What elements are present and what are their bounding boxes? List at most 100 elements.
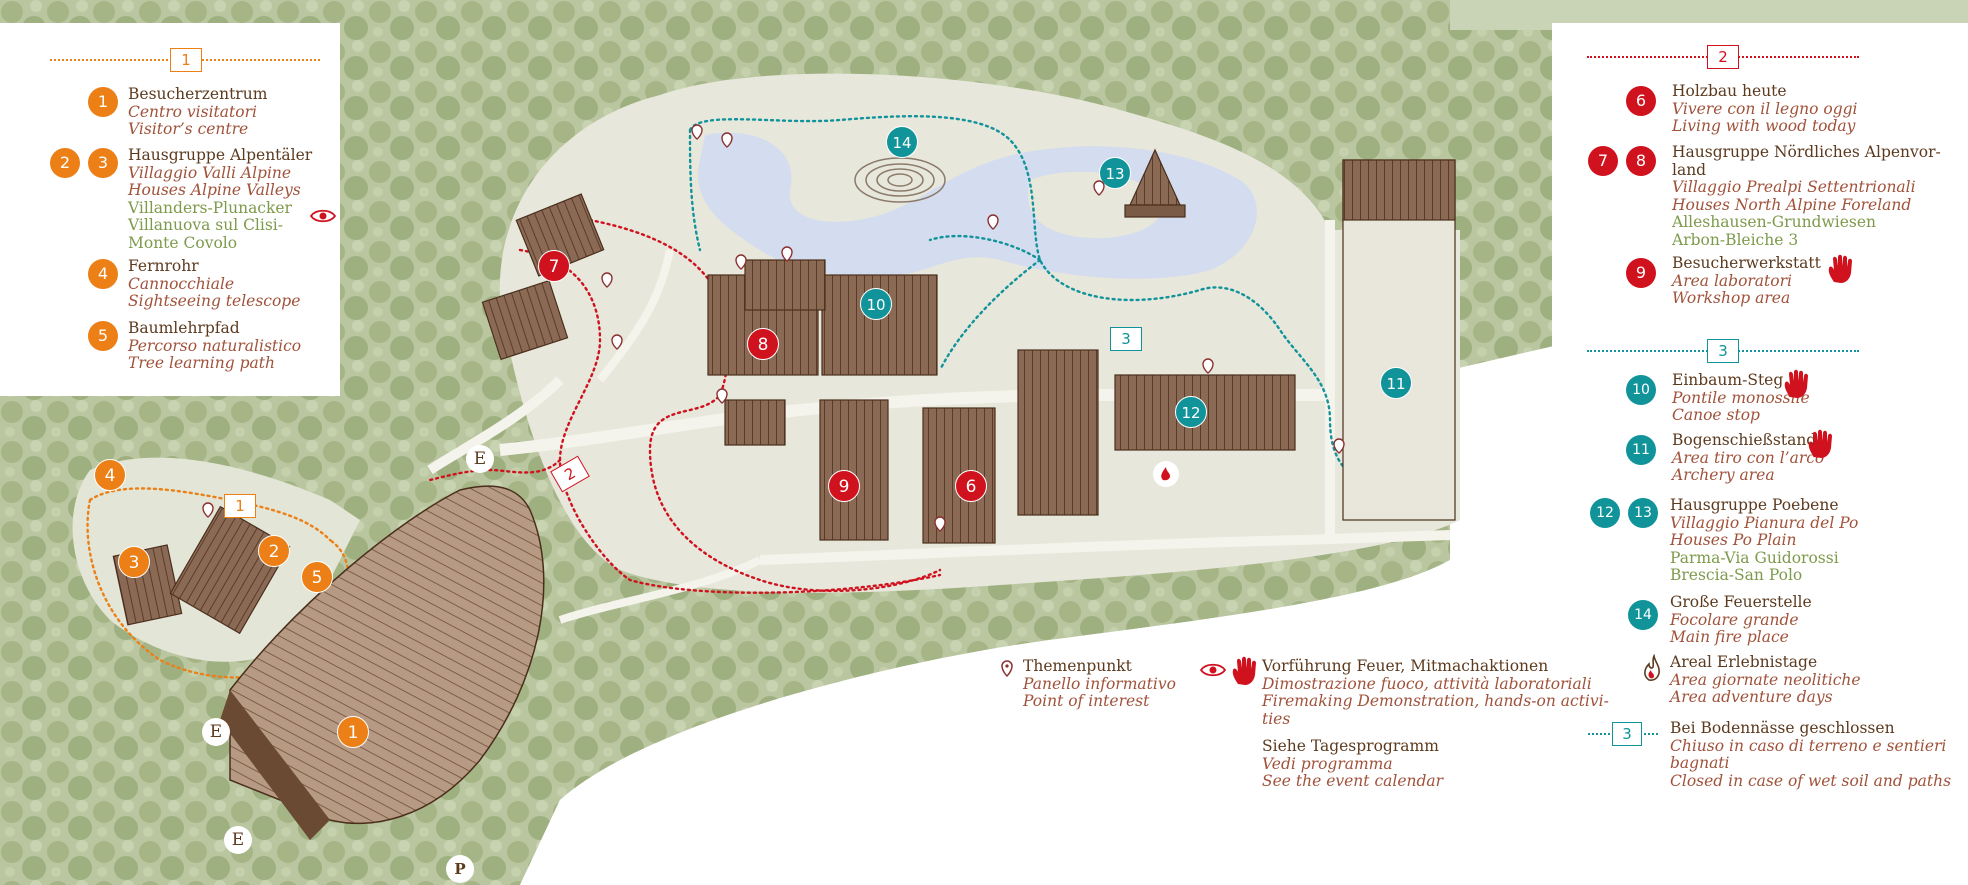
info-pin-icon bbox=[1001, 660, 1013, 678]
legend-italian: Villaggio Valli Alpine bbox=[128, 163, 292, 182]
legend-badge: 10 bbox=[1626, 375, 1656, 405]
legend-italian-continued: bagnati bbox=[1670, 754, 1730, 772]
map-badge-4[interactable]: 4 bbox=[94, 459, 126, 491]
legend-title: Bei Bodennässe geschlossen bbox=[1670, 719, 1895, 737]
map-badge-9[interactable]: 9 bbox=[828, 470, 860, 502]
legend-panel-1: 1 1 Besucherzentrum Centro visitatori Vi… bbox=[0, 23, 340, 396]
legend-title: Hausgruppe Alpentäler bbox=[128, 146, 313, 164]
section-number: 3 bbox=[1707, 339, 1739, 363]
section-number: 2 bbox=[1707, 45, 1739, 69]
legend-badge: 5 bbox=[88, 321, 118, 351]
legend-italian: Centro visitatori bbox=[128, 102, 257, 121]
legend-english: Workshop area bbox=[1672, 289, 1791, 307]
legend-site: Alleshausen-Grundwiesen bbox=[1672, 213, 1876, 231]
legend-title: Areal Erlebnistage bbox=[1670, 653, 1818, 671]
legend-english: Area adventure days bbox=[1670, 688, 1833, 706]
legend-italian: Panello informativo bbox=[1023, 674, 1176, 693]
legend-badge: 13 bbox=[1628, 498, 1658, 528]
legend-badge: 2 bbox=[50, 148, 80, 178]
legend-english: Houses North Alpine Foreland bbox=[1672, 195, 1912, 214]
legend-site: Villanders-Plunacker bbox=[128, 198, 292, 217]
legend-english: Houses Po Plain bbox=[1670, 531, 1797, 549]
legend-site: Villanuova sul Clisi- bbox=[128, 216, 283, 234]
legend-badge: 3 bbox=[88, 148, 118, 178]
map-badge-12[interactable]: 12 bbox=[1175, 396, 1207, 428]
legend-item-program[interactable]: Siehe Tagesprogramm Vedi programma See t… bbox=[1262, 737, 1444, 791]
legend-english: Houses Alpine Valleys bbox=[128, 181, 301, 199]
hand-icon bbox=[1232, 656, 1256, 685]
legend-italian: Villaggio Prealpi Settentrionali bbox=[1672, 178, 1916, 196]
legend-english: Canoe stop bbox=[1672, 406, 1760, 424]
legend-title: Einbaum-Steg bbox=[1672, 371, 1784, 389]
route-1-marker: 1 bbox=[224, 494, 256, 518]
map-badge-14[interactable]: 14 bbox=[886, 126, 918, 158]
legend-badge: 1 bbox=[88, 87, 118, 117]
legend-italian: Villaggio Pianura del Po bbox=[1670, 513, 1859, 532]
legend-italian: Vedi programma bbox=[1262, 754, 1393, 773]
legend-badge: 11 bbox=[1626, 435, 1656, 465]
route-3-symbol: 3 bbox=[1612, 722, 1642, 746]
section-number: 1 bbox=[170, 48, 202, 72]
legend-site: Parma-Via Guidorossi bbox=[1670, 548, 1839, 567]
legend-title: Siehe Tagesprogramm bbox=[1262, 737, 1439, 755]
fire-icon bbox=[1644, 654, 1660, 681]
legend-title: Hausgruppe Poebene bbox=[1670, 496, 1839, 514]
hand-icon bbox=[1784, 369, 1808, 398]
map-badge-7[interactable]: 7 bbox=[538, 250, 570, 282]
legend-italian: Area laboratori bbox=[1672, 271, 1792, 290]
map-badge-2[interactable]: 2 bbox=[258, 535, 290, 567]
legend-section-header: 1 bbox=[50, 48, 320, 72]
map-badge-1[interactable]: 1 bbox=[337, 716, 369, 748]
legend-title: Besucherwerkstatt bbox=[1672, 254, 1821, 272]
legend-badge: 9 bbox=[1626, 258, 1656, 288]
legend-title: Bogenschießstand bbox=[1672, 431, 1817, 449]
legend-italian: Chiuso in caso di terreno e sentieri bbox=[1670, 736, 1947, 755]
legend-title-continued: land bbox=[1672, 160, 1707, 179]
legend-title: Fernrohr bbox=[128, 257, 199, 275]
legend-english: Main fire place bbox=[1670, 628, 1789, 646]
legend-badge: 6 bbox=[1626, 86, 1656, 116]
legend-italian: Cannocchiale bbox=[128, 274, 235, 293]
legend-italian: Focolare grande bbox=[1670, 610, 1799, 629]
legend-site: Brescia-San Polo bbox=[1670, 566, 1803, 584]
map-badge-6[interactable]: 6 bbox=[955, 470, 987, 502]
entrance-marker: E bbox=[202, 718, 230, 746]
legend-english: See the event calendar bbox=[1262, 772, 1444, 790]
legend-english: Archery area bbox=[1672, 466, 1775, 484]
legend-english: Visitor’s centre bbox=[128, 120, 249, 138]
legend-english: Tree learning path bbox=[128, 354, 275, 372]
entrance-marker: E bbox=[466, 445, 494, 473]
map-badge-8[interactable]: 8 bbox=[747, 328, 779, 360]
legend-italian: Pontile monossile bbox=[1672, 388, 1810, 407]
legend-english: Closed in case of wet soil and paths bbox=[1670, 771, 1952, 790]
legend-italian: Vivere con il legno oggi bbox=[1672, 99, 1858, 118]
legend-badge: 14 bbox=[1628, 600, 1658, 630]
hand-icon bbox=[1828, 254, 1852, 283]
legend-english-continued: ties bbox=[1262, 709, 1291, 728]
legend-italian: Area giornate neolitiche bbox=[1670, 670, 1861, 689]
legend-italian: Area tiro con l’arco bbox=[1672, 448, 1825, 467]
map-badge-5[interactable]: 5 bbox=[301, 561, 333, 593]
map-badge-11[interactable]: 11 bbox=[1380, 367, 1412, 399]
legend-english: Firemaking Demonstration, hands-on activ… bbox=[1262, 692, 1609, 710]
map-badge-10[interactable]: 10 bbox=[860, 288, 892, 320]
map-badge-3[interactable]: 3 bbox=[118, 546, 150, 578]
map-badge-13[interactable]: 13 bbox=[1099, 157, 1131, 189]
legend-english: Sightseeing telescope bbox=[128, 292, 301, 310]
legend-title: Vorführung Feuer, Mitmachaktionen bbox=[1262, 657, 1549, 675]
legend-panel-right: 2 6 Holzbau heute Vivere con il legno og… bbox=[1552, 23, 1968, 563]
legend-english: Living with wood today bbox=[1672, 117, 1856, 135]
legend-badge: 12 bbox=[1590, 498, 1620, 528]
legend-badge: 8 bbox=[1626, 146, 1656, 176]
legend-title: Besucherzentrum bbox=[128, 85, 268, 103]
parking-icon: P bbox=[446, 855, 474, 883]
legend-title: Holzbau heute bbox=[1672, 82, 1787, 100]
legend-title: Baumlehrpfad bbox=[128, 319, 240, 337]
eye-icon bbox=[310, 209, 336, 223]
legend-title: Große Feuerstelle bbox=[1670, 593, 1812, 611]
legend-title: Themenpunkt bbox=[1023, 657, 1132, 675]
eye-icon bbox=[1200, 663, 1226, 677]
legend-italian: Percorso naturalistico bbox=[128, 336, 302, 355]
legend-italian: Dimostrazione fuoco, attività laboratori… bbox=[1262, 674, 1592, 693]
